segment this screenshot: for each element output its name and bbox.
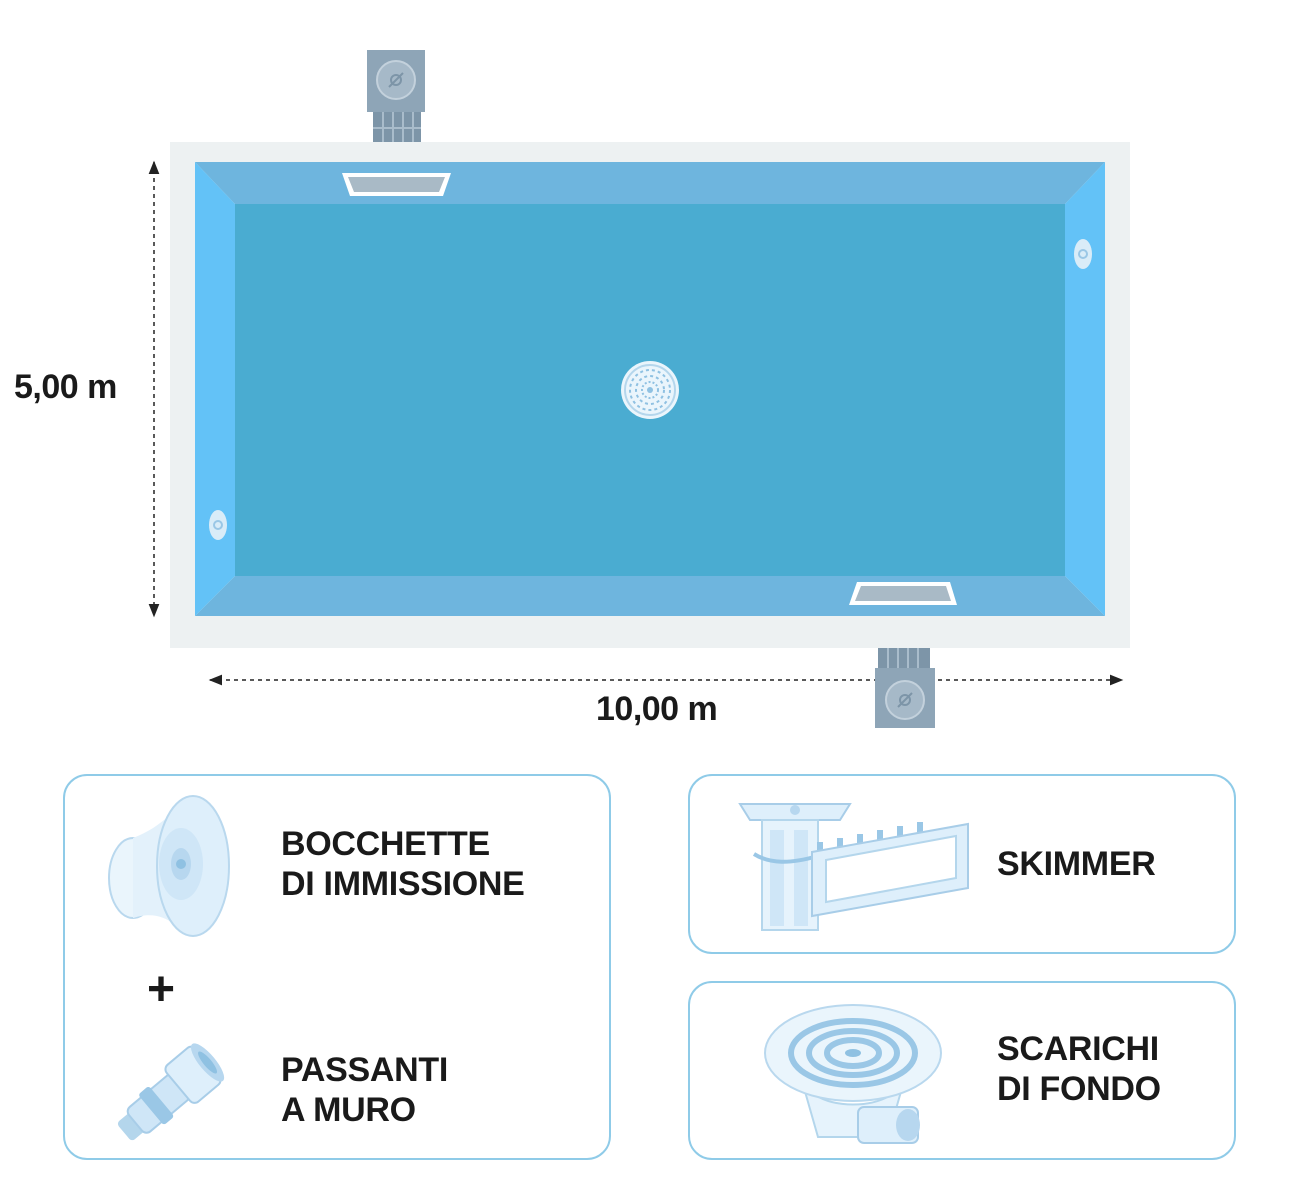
skimmer-label: SKIMMER	[997, 845, 1156, 883]
inlets-label-line1: BOCCHETTE	[281, 825, 490, 863]
inlet-nozzle-icon	[108, 795, 230, 937]
skimmer-icon	[738, 803, 969, 931]
height-dimension-label: 5,00 m	[14, 368, 117, 406]
inlets-label-line2: DI IMMISSIONE	[281, 865, 525, 903]
drains-label-line2: DI FONDO	[997, 1070, 1161, 1108]
pool-wall-right	[1065, 162, 1105, 616]
pool-wall-left	[195, 162, 235, 616]
skimmer-mouth-bottom	[849, 582, 957, 605]
width-dimension-label: 10,00 m	[596, 690, 718, 728]
passthrough-label-line1: PASSANTI	[281, 1051, 448, 1089]
drains-label-line1: SCARICHI	[997, 1030, 1159, 1068]
legend-card-skimmer: SKIMMER	[688, 774, 1236, 954]
inlet-nozzle-left-icon	[209, 510, 227, 540]
passthrough-label: PASSANTI A MURO	[281, 1050, 448, 1130]
inlet-nozzle-right-icon	[1074, 239, 1092, 269]
skimmer-mouth-top	[342, 173, 451, 196]
bottom-drain-icon	[621, 361, 679, 419]
legend-card-drains: SCARICHI DI FONDO	[688, 981, 1236, 1160]
wall-pass-through-icon	[117, 1043, 225, 1141]
pool-wall-bottom	[195, 576, 1105, 616]
drains-label: SCARICHI DI FONDO	[997, 1029, 1161, 1109]
skimmer-top-icon	[367, 50, 425, 146]
skimmer-bottom-cover	[875, 668, 935, 728]
inlets-label: BOCCHETTE DI IMMISSIONE	[281, 824, 525, 904]
pool-plan-diagram	[148, 50, 1130, 728]
passthrough-label-line2: A MURO	[281, 1091, 416, 1129]
bottom-drain-legend-icon	[764, 1004, 942, 1144]
legend-card-fittings: + BOCCHETTE DI IMMISSIONE PASSANTI A MUR…	[63, 774, 611, 1160]
plus-sign: +	[147, 963, 176, 1016]
pool-wall-top	[195, 162, 1105, 204]
